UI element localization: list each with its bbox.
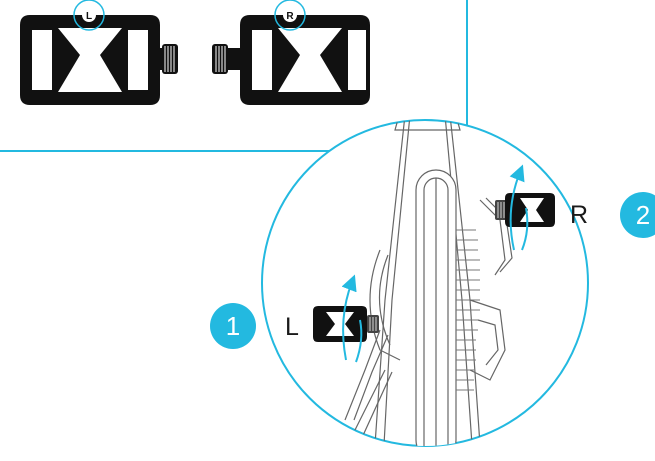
step-2-badge: 2: [620, 192, 655, 238]
step-1-badge: 1: [210, 303, 256, 349]
inset-right-pedal: [212, 0, 370, 105]
bike-rear-view: [344, 120, 513, 446]
detail-left-pedal: [313, 306, 379, 342]
inset-left-pedal-letter: L: [86, 11, 92, 22]
inset-left-pedal: [20, 0, 178, 105]
right-side-label: R: [570, 201, 589, 229]
left-rotation-arrow: [341, 274, 357, 361]
detail-right-pedal: [495, 193, 555, 227]
inset-right-pedal-letter: R: [286, 11, 294, 22]
left-side-label: L: [285, 313, 299, 341]
right-rotation-arrow: [509, 164, 525, 251]
